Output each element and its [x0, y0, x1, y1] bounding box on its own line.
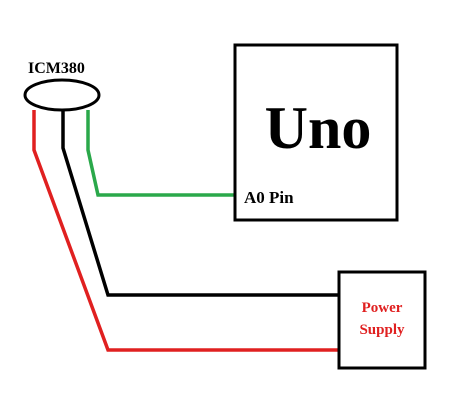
ground-wire [61, 110, 339, 297]
power-supply-label-line2: Supply [359, 322, 405, 338]
sensor-body [23, 78, 101, 112]
sensor-label: ICM380 [28, 60, 85, 77]
a0-pin-label: A0 Pin [244, 188, 294, 207]
uno-board [233, 43, 399, 222]
signal-wire [86, 110, 235, 197]
power-wire [32, 110, 339, 352]
power-supply-label-line1: Power [362, 300, 403, 316]
power-supply-box [337, 270, 427, 370]
uno-label: Uno [265, 95, 372, 161]
